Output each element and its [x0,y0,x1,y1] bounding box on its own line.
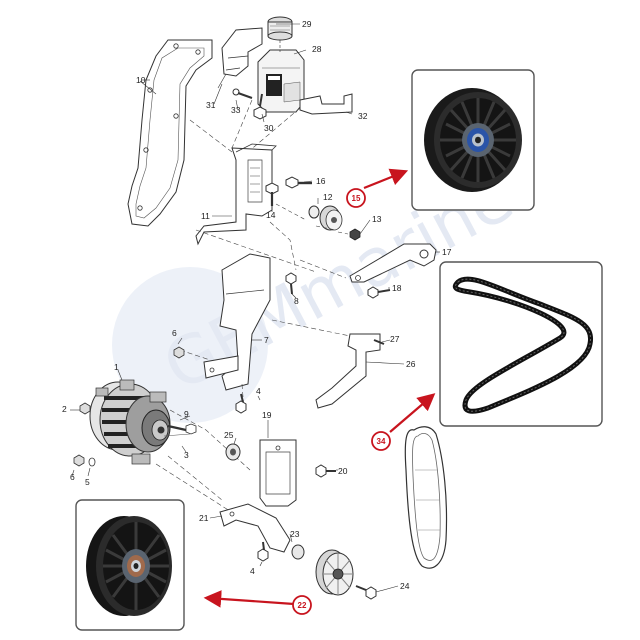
tensioner-arm-17 [349,243,437,283]
bolt-33 [232,88,253,99]
bolt-30 [253,93,267,120]
nut-6-lower [73,454,85,467]
callout-25: 25 [224,430,234,440]
bolt-3 [163,433,191,437]
bolt-18 [367,286,391,299]
reservoir-28 [257,49,305,113]
callout-13: 13 [372,214,382,224]
bolt-16 [285,176,312,189]
belt-zoom-box [439,261,603,427]
callout-2: 2 [62,404,67,414]
bolt-14 [265,182,279,206]
bushing-25 [225,443,241,461]
callout-15: 15 [352,194,361,203]
strap-32 [299,93,353,115]
callout-12: 12 [323,192,333,202]
reservoir-bracket-31 [221,27,263,77]
callout-27: 27 [390,334,400,344]
mounting-bracket-11 [195,147,273,246]
callout-21: 21 [199,513,209,523]
callout-3: 3 [184,450,189,460]
bolt-27 [373,339,385,345]
callout-34: 34 [377,437,386,446]
idler-pulley-photo-bottom [86,516,172,616]
callout-18: 18 [392,283,402,293]
gasket-plate-10 [127,39,213,227]
callout-29: 29 [302,19,312,29]
callout-20: 20 [338,466,348,476]
bolt-20 [315,464,336,478]
callout-32: 32 [358,111,368,121]
bolt-8 [285,272,297,295]
callout-31: 31 [206,100,216,110]
callout-23: 23 [290,529,300,539]
callout-8: 8 [294,296,299,306]
alternator-1 [89,379,171,465]
callout-1: 1 [114,362,119,372]
washer-5 [88,457,96,467]
callout-14: 14 [266,210,276,220]
callout-5: 5 [85,477,90,487]
callout-33: 33 [231,105,241,115]
spacer-23 [291,544,305,560]
callout-numbers: 29 28 10 31 33 30 32 16 14 11 12 13 17 1… [62,19,452,591]
callout-24: 24 [400,581,410,591]
callout-11: 11 [201,211,210,221]
nut-6-upper [173,346,185,359]
spacer-12 [308,205,320,219]
callout-22-highlight: 22 [292,595,312,615]
idler-pulley-photo-top [424,88,522,192]
bracket-19 [259,439,297,507]
idler-pulley-15 [319,205,343,231]
idler-pulley-22 [315,549,354,596]
callout-10: 10 [136,75,146,85]
reservoir-cap-29 [267,16,293,41]
bracket-7 [219,253,271,391]
bracket-21 [219,503,291,553]
bolt-4-upper [235,393,247,414]
callout-34-highlight: 34 [371,431,391,451]
callout-7: 7 [264,335,269,345]
bolt-9 [167,423,197,435]
nut-2 [79,402,91,415]
callout-4-upper: 4 [256,386,261,396]
callout-28: 28 [312,44,322,54]
pulley-zoom-box-bottom [75,499,185,631]
bolt-4-lower [257,541,269,562]
nut-13 [349,228,361,241]
callout-15-highlight: 15 [346,188,366,208]
callout-4-lower: 4 [250,566,255,576]
callout-6-upper: 6 [172,328,177,338]
callout-26: 26 [406,359,416,369]
leader-lines [70,23,440,593]
callout-22: 22 [298,601,307,610]
bolt-24 [355,585,377,600]
highlight-arrows [203,168,436,608]
bracket-26 [315,333,381,409]
callout-17: 17 [442,247,452,257]
callout-16: 16 [316,176,326,186]
callout-30: 30 [264,123,274,133]
callout-9: 9 [184,409,189,419]
pulley-zoom-box-top [411,69,535,211]
belt-34 [404,426,448,569]
callout-6-lower: 6 [70,472,75,482]
callout-19: 19 [262,410,272,420]
